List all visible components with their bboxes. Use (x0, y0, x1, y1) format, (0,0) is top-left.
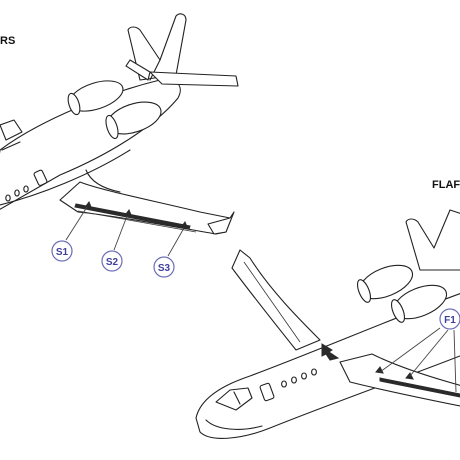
callout-s2-label: S2 (106, 257, 119, 268)
callout-f1-label: F1 (444, 315, 456, 326)
slats-heading-label: RS (0, 35, 15, 47)
callout-circle (439, 308, 460, 330)
flaps-heading-label: FLAF (432, 179, 460, 191)
callout-circle (153, 256, 175, 278)
callout-s3-label: S3 (158, 263, 171, 274)
callout-f1: F1 (439, 308, 460, 330)
callout-s3: S3 (153, 256, 175, 278)
callout-circle (101, 250, 123, 272)
callout-s2: S2 (101, 250, 123, 272)
callout-circle (51, 240, 73, 262)
callout-s1-label: S1 (56, 247, 69, 258)
callout-s1: S1 (51, 240, 73, 262)
aircraft-slats-view (0, 13, 239, 257)
aircraft-flaps-view (195, 209, 460, 439)
